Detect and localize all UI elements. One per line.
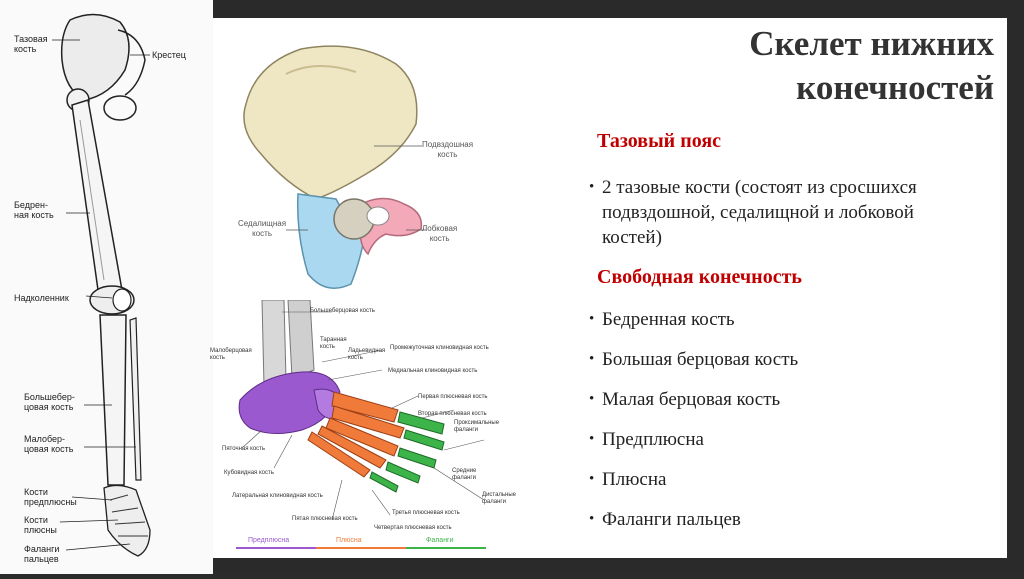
list-item: Фаланги пальцев [589, 507, 969, 532]
label-sacrum: Крестец [152, 50, 186, 60]
label-foot-tibia: Большеберцовая кость [310, 308, 375, 315]
list-item: 2 тазовые кости (состоят из сросшихся по… [589, 175, 969, 250]
label-navicular: Ладьевидная кость [348, 348, 385, 362]
label-cuboid: Кубовидная кость [224, 470, 274, 477]
label-pubis: Лобковая кость [422, 224, 457, 244]
label-lateral-cuneiform: Латеральная клиновидная кость [232, 493, 323, 500]
pelvic-girdle-list: 2 тазовые кости (состоят из сросшихся по… [589, 175, 969, 250]
free-limb-list: Бедренная кость Большая берцовая кость М… [589, 307, 969, 532]
list-item: Бедренная кость [589, 307, 969, 332]
list-item: Плюсна [589, 467, 969, 492]
label-pelvic-bone: Тазовая кость [14, 34, 48, 54]
heading-free-limb: Свободная конечность [597, 266, 802, 289]
label-fifth-metatarsal: Пятая плюсневая кость [292, 516, 358, 523]
list-item: Большая берцовая кость [589, 347, 969, 372]
list-item: Малая берцовая кость [589, 387, 969, 412]
label-femur: Бедрен- ная кость [14, 200, 54, 220]
label-third-metatarsal: Третья плюсневая кость [392, 510, 460, 517]
pelvis-illustration [226, 34, 496, 299]
label-patella: Надколенник [14, 293, 69, 303]
label-metatarsus-bones: Кости плюсны [24, 515, 57, 535]
foot-color-legend: Предплюсна Плюсна Фаланги [236, 537, 486, 549]
heading-pelvic-girdle: Тазовый пояс [597, 130, 721, 153]
label-foot-fibula: Малоберцовая кость [210, 348, 252, 362]
label-calcaneus: Пяточная кость [222, 446, 265, 453]
label-tarsus-bones: Кости предплюсны [24, 487, 77, 507]
label-distal-phalanges: Дистальные фаланги [482, 492, 516, 506]
label-fibula: Малобер- цовая кость [24, 434, 73, 454]
label-second-metatarsal: Вторая плюсневая кость [418, 411, 487, 418]
label-intermediate-cuneiform: Промежуточная клиновидная кость [390, 345, 489, 352]
label-fourth-metatarsal: Четвертая плюсневая кость [374, 525, 452, 532]
label-proximal-phalanges: Проксимальные фаланги [454, 420, 499, 434]
leg-skeleton-panel: Тазовая кость Крестец Бедрен- ная кость … [0, 0, 213, 574]
label-phalanges: Фаланги пальцев [24, 544, 59, 564]
label-first-metatarsal: Первая плюсневая кость [418, 394, 488, 401]
legend-phalanges: Фаланги [426, 537, 454, 544]
label-medial-cuneiform: Медиальная клиновидная кость [388, 368, 477, 375]
slide-title: Скелет нижних конечностей [664, 22, 994, 110]
list-item: Предплюсна [589, 427, 969, 452]
legend-metatarsus: Плюсна [336, 537, 362, 544]
legend-tarsus: Предплюсна [248, 537, 289, 544]
label-tibia: Большебер- цовая кость [24, 392, 75, 412]
label-talus: Таранная кость [320, 337, 347, 351]
label-middle-phalanges: Средние фаланги [452, 468, 476, 482]
label-ilium: Подвздошная кость [422, 140, 473, 160]
label-ischium: Седалищная кость [238, 219, 286, 239]
